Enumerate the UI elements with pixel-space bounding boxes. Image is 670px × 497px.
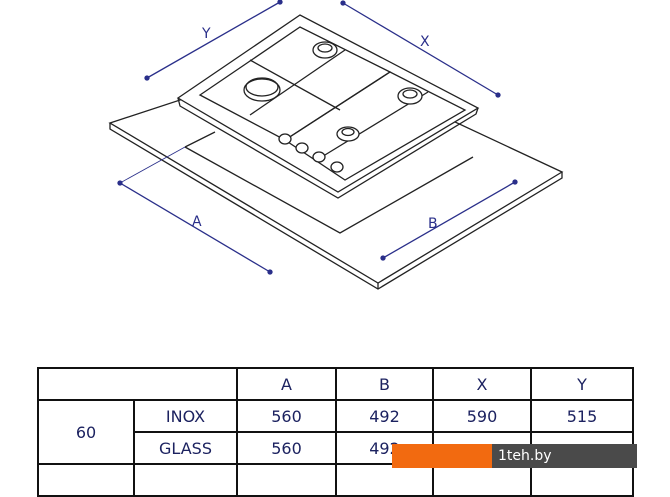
dimension-label-a: A	[192, 214, 202, 230]
dimension-label-b: B	[428, 216, 438, 232]
row-type: INOX	[133, 399, 238, 433]
watermark: 1teh.by	[392, 444, 637, 468]
header-y: Y	[530, 367, 634, 401]
cell-a: 560	[236, 399, 337, 433]
burner-front	[336, 126, 360, 142]
dimension-label-x: X	[420, 34, 430, 50]
cutout	[184, 146, 474, 234]
watermark-text: 1teh.by	[492, 444, 637, 468]
burner-back	[312, 41, 338, 59]
header-b: B	[335, 367, 434, 401]
table-row: 60 INOX 560 492 590 515	[37, 399, 634, 465]
cell-b: 492	[335, 399, 434, 433]
dimensions-table: A B X Y 60 INOX 560 492 590 515 GLASS 56…	[37, 367, 634, 497]
control-knobs	[278, 133, 344, 173]
header-x: X	[432, 367, 532, 401]
table-row-partial	[37, 463, 634, 497]
watermark-orange-block	[392, 444, 492, 468]
cell-a: 560	[236, 431, 337, 465]
table-header-row: A B X Y	[37, 367, 634, 401]
size-group: 60	[37, 399, 135, 465]
row-type: GLASS	[133, 431, 238, 465]
dimension-label-y: Y	[201, 26, 211, 42]
header-empty	[37, 367, 238, 401]
hob-installation-diagram: Y X A B	[108, 0, 564, 290]
cell-x: 590	[432, 399, 532, 433]
header-a: A	[236, 367, 337, 401]
burner-right	[397, 87, 423, 105]
burner-large	[243, 77, 281, 102]
cell-y: 515	[530, 399, 634, 433]
